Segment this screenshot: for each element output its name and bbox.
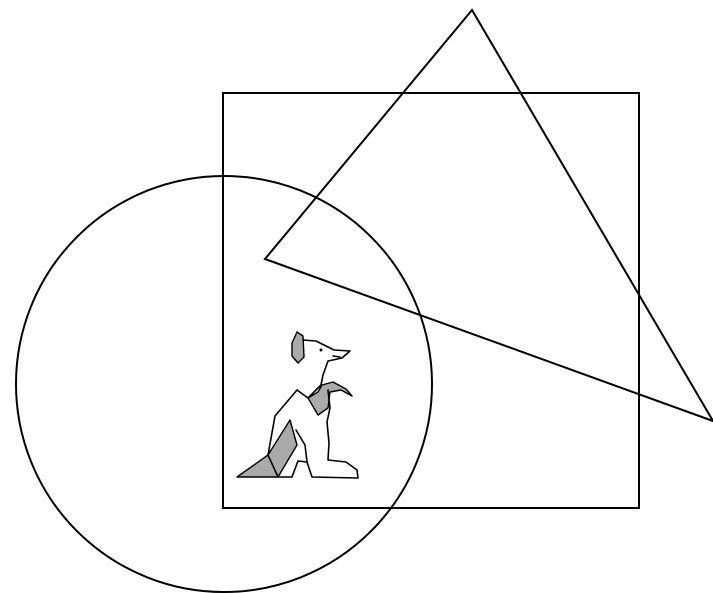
- kangaroo-ear: [292, 332, 304, 363]
- kangaroo-mouth: [333, 356, 340, 357]
- kangaroo-leg: [296, 430, 307, 462]
- kangaroo-eye: [320, 349, 323, 352]
- kangaroo-icon: [237, 332, 358, 478]
- kangaroo-tail: [237, 420, 297, 477]
